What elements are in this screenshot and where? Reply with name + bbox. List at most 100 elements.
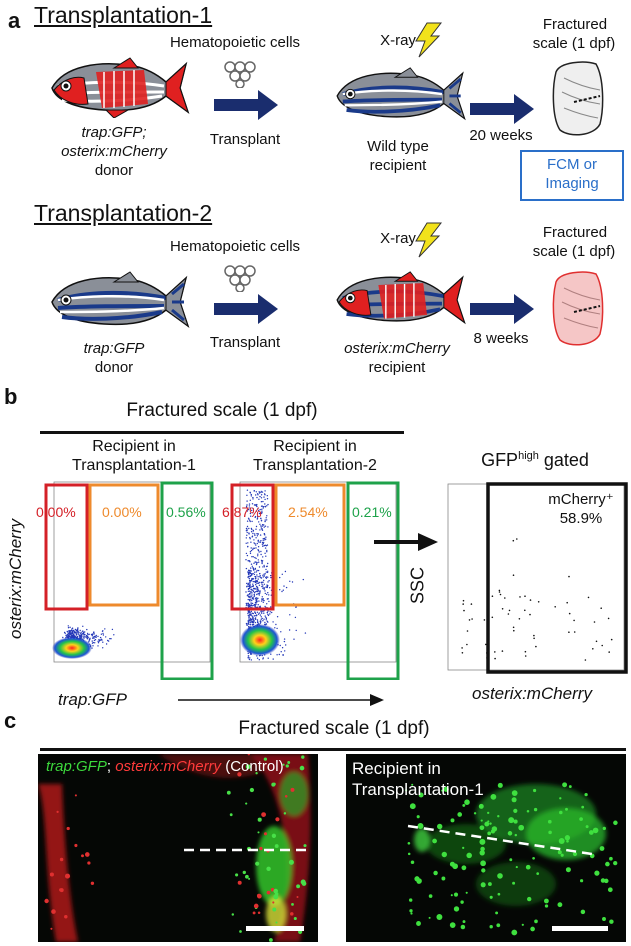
event-dot	[260, 553, 262, 556]
event-dot	[245, 591, 247, 593]
event-dot	[251, 612, 254, 614]
event-dot	[250, 596, 253, 598]
event-dot	[246, 531, 248, 534]
cell-speck	[287, 761, 291, 764]
event-dot	[258, 541, 260, 543]
cell-speck	[275, 921, 278, 924]
event-dot	[256, 582, 258, 585]
event-dot	[516, 538, 518, 540]
event-dot	[246, 494, 248, 496]
event-dot	[470, 603, 473, 605]
event-dot	[252, 568, 255, 571]
event-dot	[250, 570, 252, 572]
cell-speck	[464, 799, 470, 806]
cell-speck	[245, 764, 251, 770]
cell-speck	[478, 803, 484, 809]
event-dot	[267, 657, 269, 659]
event-dot	[251, 585, 253, 588]
recipient-2-line2: recipient	[368, 359, 426, 376]
event-dot	[265, 586, 267, 588]
event-dot	[253, 603, 256, 606]
event-dot	[293, 638, 295, 640]
donor-2-word: donor	[94, 359, 134, 376]
event-dot	[533, 637, 535, 640]
flow-plot-2: 6.87% 2.54% 0.21%	[222, 480, 400, 681]
event-dot	[254, 534, 256, 537]
event-dot	[512, 626, 515, 629]
gate-pct-1-red: 0.00%	[36, 504, 76, 520]
event-dot	[266, 495, 268, 497]
event-dot	[285, 586, 288, 589]
event-dot	[93, 637, 95, 639]
cell-speck	[245, 802, 248, 805]
event-dot	[262, 538, 264, 540]
event-dot	[257, 604, 259, 606]
cell-speck	[291, 902, 294, 906]
event-dot	[250, 602, 252, 604]
cell-speck	[473, 812, 477, 815]
event-dot	[253, 595, 255, 598]
event-dot	[268, 594, 270, 596]
cell-speck	[518, 824, 525, 831]
event-dot	[263, 533, 266, 535]
event-dot	[247, 583, 250, 585]
gate-green-2	[346, 481, 400, 681]
recipient-1-line2: recipient	[369, 157, 427, 174]
event-dot	[256, 518, 258, 520]
scale-2-line1: Fractured	[542, 224, 608, 241]
cell-speck	[271, 833, 277, 838]
event-dot	[519, 596, 521, 598]
cell-speck	[272, 907, 277, 912]
event-dot	[254, 571, 256, 573]
arrow-transplant-2-icon	[214, 294, 278, 324]
gated-pop-line2: 58.9%	[559, 510, 603, 527]
cell-speck	[290, 787, 295, 792]
gated-plot-title: GFPhigh gated	[440, 450, 630, 471]
event-dot	[88, 633, 90, 635]
event-dot	[94, 636, 96, 638]
event-dot	[262, 620, 264, 622]
cell-speck	[74, 794, 77, 797]
event-dot	[267, 562, 269, 565]
event-dot	[568, 631, 570, 633]
cell-speck	[259, 846, 263, 851]
event-dot	[263, 526, 265, 528]
event-dot	[257, 620, 259, 622]
event-dot	[75, 633, 78, 636]
event-dot	[601, 644, 603, 647]
event-dot	[258, 561, 260, 563]
event-dot	[256, 598, 258, 601]
event-dot	[462, 603, 464, 605]
event-dot	[274, 627, 276, 629]
event-dot	[266, 498, 269, 500]
event-dot	[260, 490, 262, 493]
event-dot	[250, 493, 252, 496]
cell-speck	[479, 838, 486, 845]
cell-speck	[484, 821, 490, 827]
event-dot	[302, 578, 304, 581]
event-dot	[254, 605, 256, 608]
event-dot	[498, 589, 501, 592]
cell-speck	[489, 895, 493, 899]
event-dot	[255, 580, 258, 582]
event-dot	[259, 581, 261, 584]
event-dot	[584, 659, 587, 661]
cell-speck	[409, 909, 413, 913]
event-dot	[262, 566, 264, 568]
cell-speck	[460, 900, 464, 904]
cell-speck	[511, 790, 518, 796]
event-dot	[250, 547, 252, 549]
cell-speck	[490, 794, 497, 800]
gate-pct-2-red: 6.87%	[222, 504, 262, 520]
event-dot	[250, 617, 252, 620]
cell-speck	[491, 826, 498, 832]
gate-pct-1-green: 0.56%	[166, 504, 206, 520]
cell-speck	[449, 922, 456, 928]
event-dot	[260, 497, 263, 499]
cell-speck	[544, 898, 549, 904]
cell-speck	[245, 874, 249, 879]
event-dot	[266, 620, 268, 622]
cell-speck	[272, 782, 276, 786]
event-dot	[271, 611, 273, 614]
event-dot	[80, 634, 82, 636]
